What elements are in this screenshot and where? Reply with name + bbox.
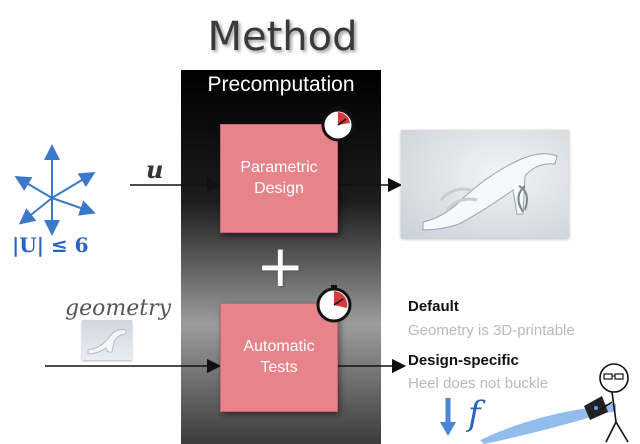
design-specific-heading: Design-specific bbox=[408, 352, 519, 369]
geometry-label: geometry bbox=[65, 296, 171, 321]
parametric-design-label: Parametric Design bbox=[240, 158, 317, 200]
stopwatch-icon bbox=[314, 284, 354, 324]
default-test-heading: Default bbox=[408, 298, 459, 315]
shoe-thumbnail-icon bbox=[82, 320, 132, 360]
objective-symbol-f: f bbox=[468, 394, 481, 434]
automatic-tests-label: Automatic Tests bbox=[243, 337, 314, 379]
high-heel-shoe-icon bbox=[401, 130, 569, 238]
down-arrow-icon bbox=[440, 422, 456, 436]
design-specific-description: Heel does not buckle bbox=[408, 375, 548, 392]
stopwatch-icon bbox=[320, 106, 356, 142]
plus-icon: + bbox=[256, 246, 300, 290]
stick-figure-laptop-icon bbox=[576, 360, 640, 444]
designed-shoe-render bbox=[401, 130, 569, 238]
geometry-thumbnail bbox=[82, 320, 132, 360]
default-test-description: Geometry is 3D-printable bbox=[408, 322, 575, 339]
